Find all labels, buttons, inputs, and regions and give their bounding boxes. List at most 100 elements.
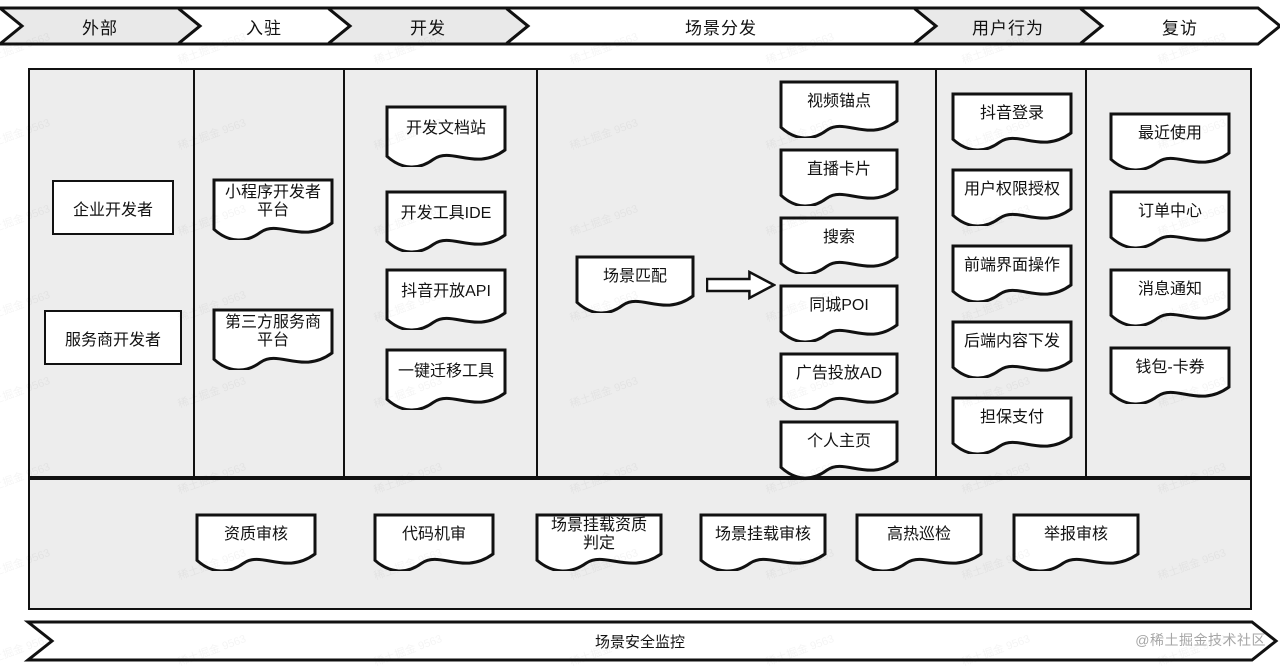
node-5-3[interactable]: 前端界面操作 — [951, 244, 1073, 302]
document-shape — [373, 513, 495, 571]
document-shape — [855, 513, 983, 571]
node-label: 消息通知 — [1137, 280, 1202, 298]
node-4-4[interactable]: 搜索 — [779, 216, 899, 274]
phase-chevron-label: 用户行为 — [972, 18, 1044, 38]
node-label: 服务商开发者 — [64, 331, 161, 349]
phase-chevron-6[interactable]: 复访 — [1080, 6, 1280, 46]
node-label: 资质审核 — [223, 525, 288, 543]
node-2-1[interactable]: 小程序开发者 平台 — [212, 178, 334, 240]
audit-node-3[interactable]: 场景挂载资质 判定 — [535, 513, 663, 571]
document-shape — [385, 348, 507, 410]
document-shape — [385, 190, 507, 252]
swimlane-column-6: 最近使用订单中心消息通知钱包-卡券 — [1087, 70, 1250, 476]
node-label: 开发工具IDE — [400, 204, 492, 222]
node-label: 个人主页 — [806, 432, 871, 450]
node-label: 广告投放AD — [795, 364, 883, 382]
document-shape — [385, 105, 507, 167]
node-label: 用户权限授权 — [963, 180, 1060, 198]
node-label: 举报审核 — [1043, 525, 1108, 543]
document-shape — [951, 92, 1073, 150]
document-shape — [951, 244, 1073, 302]
node-3-4[interactable]: 一键迁移工具 — [385, 348, 507, 410]
node-4-7[interactable]: 个人主页 — [779, 420, 899, 478]
swimlane-column-3: 开发文档站开发工具IDE 抖音开放API 一键迁移工具 — [345, 70, 538, 476]
node-label: 订单中心 — [1137, 202, 1202, 220]
node-label: 代码机审 — [401, 525, 466, 543]
swimlane-column-2: 小程序开发者 平台第三方服务商 平台 — [195, 70, 345, 476]
node-label: 场景匹配 — [602, 267, 667, 285]
swimlane-column-4: 场景匹配 视频锚点直播卡片搜索同城POI 广告投放AD 个人主页 — [538, 70, 937, 478]
node-label: 前端界面操作 — [963, 256, 1060, 274]
document-shape — [779, 148, 899, 206]
document-shape — [1109, 112, 1231, 170]
document-shape — [212, 178, 334, 240]
node-6-2[interactable]: 订单中心 — [1109, 190, 1231, 248]
node-label: 担保支付 — [979, 408, 1044, 426]
document-shape — [575, 255, 695, 313]
node-4-3[interactable]: 直播卡片 — [779, 148, 899, 206]
node-4-1[interactable]: 场景匹配 — [575, 255, 695, 313]
flow-arrow-icon — [705, 269, 777, 301]
phase-chevron-2[interactable]: 入驻 — [178, 6, 350, 46]
node-5-5[interactable]: 担保支付 — [951, 396, 1073, 454]
node-4-5[interactable]: 同城POI — [779, 284, 899, 342]
node-6-1[interactable]: 最近使用 — [1109, 112, 1231, 170]
audit-node-4[interactable]: 场景挂载审核 — [699, 513, 827, 571]
document-shape — [779, 420, 899, 478]
node-label: 场景挂载资质 判定 — [550, 516, 647, 552]
document-shape — [951, 396, 1073, 454]
phase-chevron-bar: 外部 入驻 开发 场景分发 用户行为 复访 — [0, 6, 1280, 46]
swimlane-column-5: 抖音登录用户权限授权前端界面操作后端内容下发担保支付 — [937, 70, 1087, 476]
phase-chevron-label: 场景分发 — [685, 18, 757, 38]
banner-arrow-shape — [23, 620, 1279, 662]
node-1-1[interactable]: 企业开发者 — [52, 180, 174, 235]
audit-node-6[interactable]: 举报审核 — [1012, 513, 1140, 571]
node-label: 第三方服务商 平台 — [224, 313, 321, 349]
phase-chevron-3[interactable]: 开发 — [328, 6, 528, 46]
node-5-1[interactable]: 抖音登录 — [951, 92, 1073, 150]
chevron-shape — [1080, 6, 1280, 46]
phase-chevron-label: 开发 — [410, 18, 446, 38]
document-shape — [779, 216, 899, 274]
node-label: 搜索 — [822, 228, 855, 246]
arrow-shape — [705, 269, 777, 301]
node-5-4[interactable]: 后端内容下发 — [951, 320, 1073, 378]
node-6-3[interactable]: 消息通知 — [1109, 268, 1231, 326]
phase-chevron-label: 入驻 — [246, 18, 282, 38]
document-shape — [1109, 190, 1231, 248]
node-3-1[interactable]: 开发文档站 — [385, 105, 507, 167]
phase-chevron-4[interactable]: 场景分发 — [506, 6, 936, 46]
document-shape — [1109, 268, 1231, 326]
audit-node-5[interactable]: 高热巡检 — [855, 513, 983, 571]
phase-chevron-5[interactable]: 用户行为 — [914, 6, 1102, 46]
document-shape — [385, 268, 507, 330]
node-3-2[interactable]: 开发工具IDE — [385, 190, 507, 252]
document-shape — [951, 168, 1073, 226]
document-shape — [951, 320, 1073, 378]
document-shape — [1109, 346, 1231, 404]
phase-chevron-label: 复访 — [1162, 18, 1198, 38]
node-3-3[interactable]: 抖音开放API — [385, 268, 507, 330]
node-label: 后端内容下发 — [963, 332, 1060, 350]
document-shape — [779, 352, 899, 410]
main-swimlane-container: 企业开发者服务商开发者小程序开发者 平台第三方服务商 平台开发文档站开发工具ID… — [28, 68, 1252, 478]
audit-band: 资质审核 代码机审 场景挂载资质 判定 场景挂载审核高热巡检 举报审核 — [28, 478, 1252, 610]
node-label: 小程序开发者 平台 — [224, 183, 321, 219]
phase-chevron-1[interactable]: 外部 — [0, 6, 200, 46]
document-shape — [1012, 513, 1140, 571]
node-2-2[interactable]: 第三方服务商 平台 — [212, 308, 334, 370]
node-label: 抖音登录 — [979, 104, 1044, 122]
node-label: 最近使用 — [1137, 124, 1202, 142]
swimlane-column-1: 企业开发者服务商开发者 — [30, 70, 195, 476]
node-label: 视频锚点 — [806, 92, 871, 110]
node-6-4[interactable]: 钱包-卡券 — [1109, 346, 1231, 404]
audit-node-1[interactable]: 资质审核 — [195, 513, 317, 571]
node-1-2[interactable]: 服务商开发者 — [44, 310, 182, 365]
audit-node-2[interactable]: 代码机审 — [373, 513, 495, 571]
node-5-2[interactable]: 用户权限授权 — [951, 168, 1073, 226]
document-shape — [212, 308, 334, 370]
bottom-banner: 场景安全监控 — [0, 620, 1280, 662]
node-4-2[interactable]: 视频锚点 — [779, 80, 899, 138]
node-4-6[interactable]: 广告投放AD — [779, 352, 899, 410]
document-shape — [779, 80, 899, 138]
